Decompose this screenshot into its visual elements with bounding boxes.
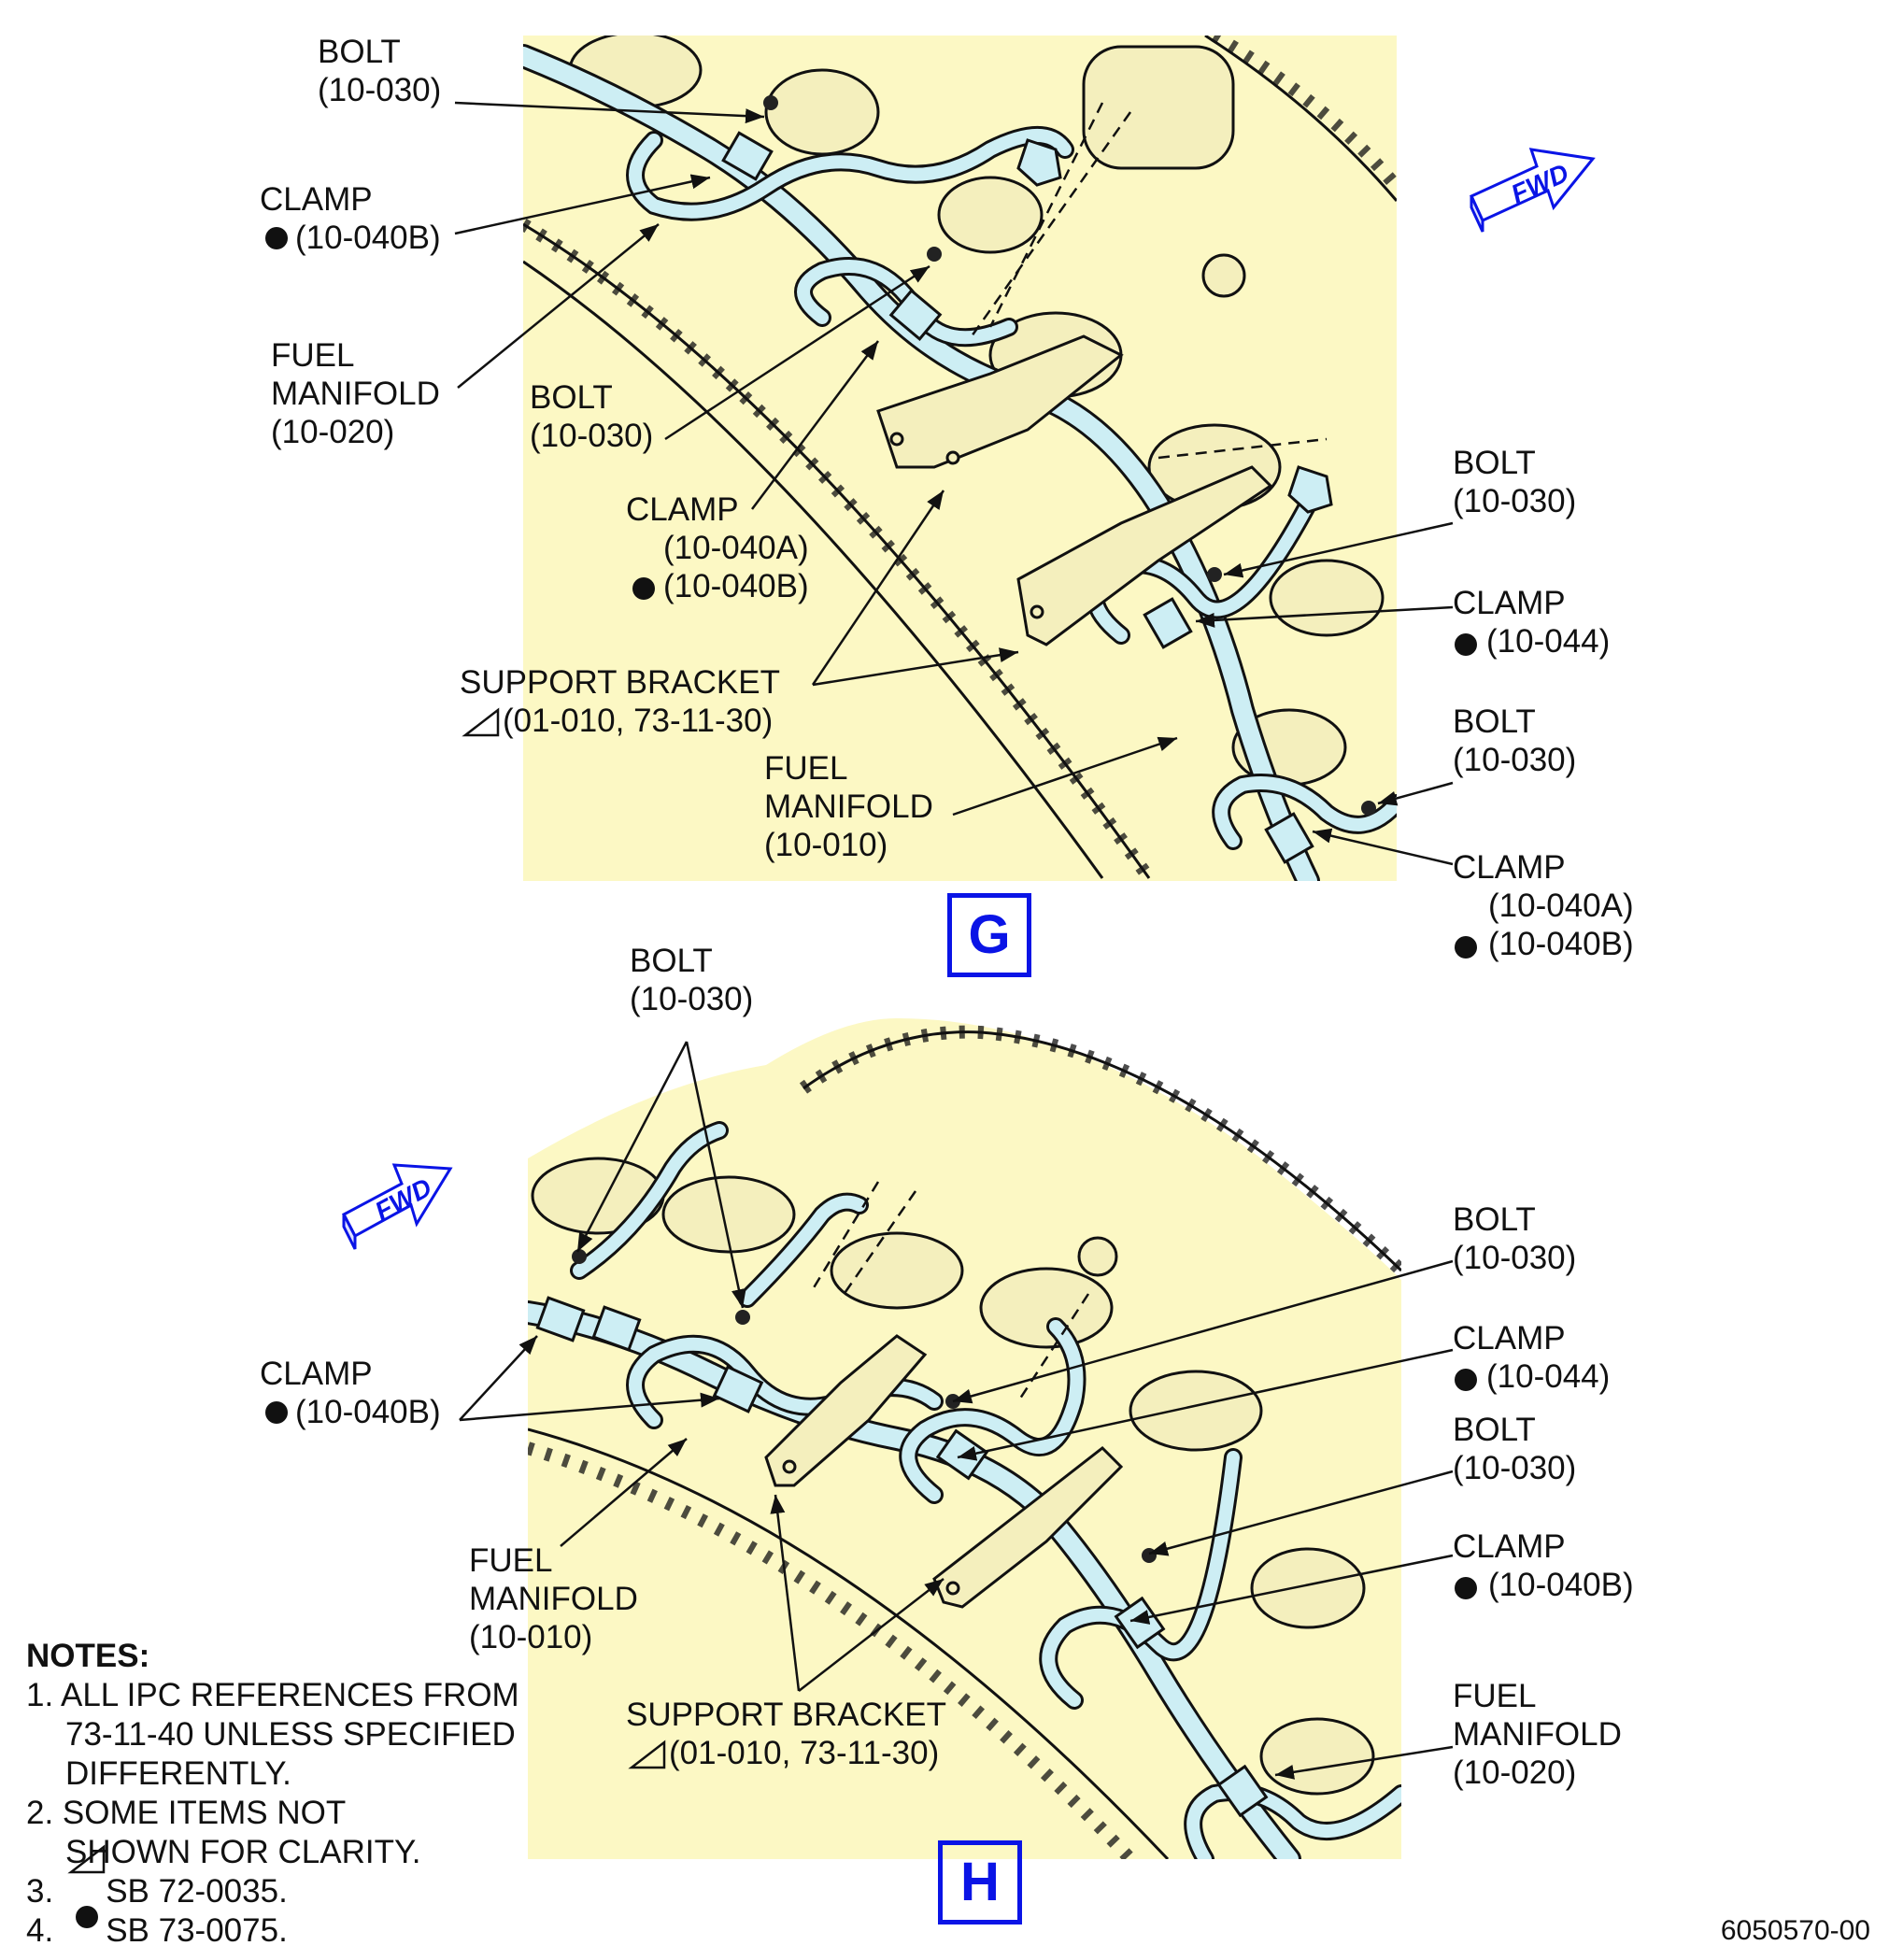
callout-ref: (10-040A) — [663, 530, 809, 566]
note-1-line-1: 1. ALL IPC REFERENCES FROM — [26, 1677, 519, 1713]
callout-ref: (10-020) — [271, 414, 395, 450]
view-g-panel — [523, 36, 1397, 881]
callout-name: MANIFOLD — [271, 376, 440, 412]
callout-name: FUEL — [764, 750, 848, 787]
callout-ref: (10-044) — [1486, 623, 1611, 660]
g-bolt-callout-1: BOLT (10-030) — [318, 33, 441, 109]
callout-name: BOLT — [1453, 1412, 1536, 1448]
document-number: 6050570-00 — [1720, 1915, 1870, 1946]
callout-ref: (10-040A) — [1488, 888, 1634, 924]
fwd-arrow-icon: FWD — [1470, 148, 1596, 233]
callout-ref: (10-040B) — [1488, 926, 1634, 962]
callout-ref: (10-010) — [469, 1619, 593, 1655]
h-support-bracket-callout: SUPPORT BRACKET (01-010, 73-11-30) — [626, 1696, 946, 1772]
callout-name: BOLT — [1453, 445, 1536, 481]
note-4: 4. SB 73-0075. — [26, 1911, 519, 1951]
sb-72-0035-symbols — [67, 707, 666, 1874]
g-bolt-callout-4: BOLT (10-030) — [1453, 703, 1576, 779]
callout-name: BOLT — [630, 943, 713, 979]
h-bolt-callout-1: BOLT (10-030) — [630, 942, 753, 1018]
callout-ref: (10-020) — [1453, 1754, 1577, 1791]
callout-ref: (10-030) — [630, 981, 754, 1017]
callout-ref: (10-010) — [764, 827, 888, 863]
fwd-arrow-g: FWD — [1462, 131, 1602, 252]
callout-name: MANIFOLD — [1453, 1716, 1622, 1753]
note-3: 3. SB 72-0035. — [26, 1872, 519, 1911]
sb-73-0075-dots — [76, 227, 1477, 1928]
callout-ref: (10-030) — [530, 418, 654, 454]
callout-name: SUPPORT BRACKET — [626, 1697, 946, 1733]
callout-name: BOLT — [1453, 1201, 1536, 1238]
view-h-leaders — [459, 1041, 1454, 1780]
callout-ref: (01-010, 73-11-30) — [669, 1735, 940, 1771]
g-clamp-callout-3: CLAMP (10-044) — [1453, 584, 1610, 660]
callout-name: BOLT — [530, 379, 613, 416]
g-support-bracket-callout: SUPPORT BRACKET (01-010, 73-11-30) — [460, 663, 780, 740]
note-2-line-2: SHOWN FOR CLARITY. — [65, 1834, 421, 1870]
note-2-line-1: 2. SOME ITEMS NOT — [26, 1795, 347, 1831]
callout-name: FUEL — [271, 337, 355, 374]
h-bolt-callout-2: BOLT (10-030) — [1453, 1200, 1576, 1277]
note-4-text: SB 73-0075. — [106, 1912, 288, 1949]
g-clamp-callout-1: CLAMP (10-040B) — [260, 180, 441, 257]
callout-name: SUPPORT BRACKET — [460, 664, 780, 701]
g-bolt-callout-3: BOLT (10-030) — [1453, 444, 1576, 520]
fwd-arrow-icon: FWD — [341, 1163, 453, 1250]
note-3-text: SB 72-0035. — [106, 1873, 288, 1910]
callout-ref: (10-030) — [318, 72, 442, 108]
callout-name: CLAMP — [1453, 585, 1566, 621]
callout-name: MANIFOLD — [764, 788, 933, 825]
g-bolt-callout-2: BOLT (10-030) — [530, 378, 653, 455]
callout-name: CLAMP — [1453, 1320, 1566, 1356]
callout-ref: (10-030) — [1453, 483, 1577, 519]
callout-ref: (10-040B) — [1488, 1567, 1634, 1603]
view-g-leaders — [454, 101, 1454, 866]
view-h-panel — [528, 1018, 1401, 1859]
view-label-g: G — [947, 893, 1031, 977]
callout-ref: (10-030) — [1453, 1450, 1577, 1486]
h-clamp-callout-1: CLAMP (10-040B) — [260, 1355, 441, 1431]
view-label-h: H — [938, 1840, 1022, 1924]
callout-name: CLAMP — [260, 181, 373, 218]
h-clamp-callout-3: CLAMP (10-040B) — [1453, 1527, 1634, 1604]
callout-ref: (10-040B) — [295, 1394, 441, 1430]
g-fuel-manifold-callout-2: FUEL MANIFOLD (10-010) — [764, 749, 933, 864]
callout-ref: (10-044) — [1486, 1358, 1611, 1395]
notes-block: NOTES: 1. ALL IPC REFERENCES FROM 73-11-… — [26, 1637, 519, 1951]
fwd-arrow-h: FWD — [336, 1135, 458, 1266]
note-4-number: 4. — [26, 1912, 54, 1949]
note-1-line-3: DIFFERENTLY. — [65, 1755, 291, 1792]
callout-name: BOLT — [1453, 703, 1536, 740]
callout-name: CLAMP — [1453, 1528, 1566, 1565]
g-clamp-callout-4: CLAMP (10-040A) (10-040B) — [1453, 848, 1634, 963]
note-3-number: 3. — [26, 1873, 54, 1910]
callout-name: CLAMP — [260, 1356, 373, 1392]
callout-name: CLAMP — [1453, 849, 1566, 886]
callout-name: FUEL — [469, 1542, 553, 1579]
h-clamp-callout-2: CLAMP (10-044) — [1453, 1319, 1610, 1396]
callout-name: FUEL — [1453, 1678, 1537, 1714]
g-fuel-manifold-callout-1: FUEL MANIFOLD (10-020) — [271, 336, 440, 451]
callout-name: BOLT — [318, 34, 401, 70]
callout-ref: (10-030) — [1453, 742, 1577, 778]
note-1-line-2: 73-11-40 UNLESS SPECIFIED — [65, 1716, 516, 1753]
callout-ref: (10-030) — [1453, 1240, 1577, 1276]
g-clamp-callout-2: CLAMP (10-040A) (10-040B) — [626, 490, 809, 605]
h-fuel-manifold-callout-1: FUEL MANIFOLD (10-010) — [469, 1541, 638, 1656]
callout-ref: (10-040B) — [663, 568, 809, 604]
notes-heading: NOTES: — [26, 1638, 150, 1674]
h-bolt-callout-3: BOLT (10-030) — [1453, 1411, 1576, 1487]
h-fuel-manifold-callout-2: FUEL MANIFOLD (10-020) — [1453, 1677, 1622, 1792]
callout-ref: (01-010, 73-11-30) — [503, 703, 774, 739]
callout-ref: (10-040B) — [295, 220, 441, 256]
callout-name: CLAMP — [626, 491, 739, 528]
callout-name: MANIFOLD — [469, 1581, 638, 1617]
